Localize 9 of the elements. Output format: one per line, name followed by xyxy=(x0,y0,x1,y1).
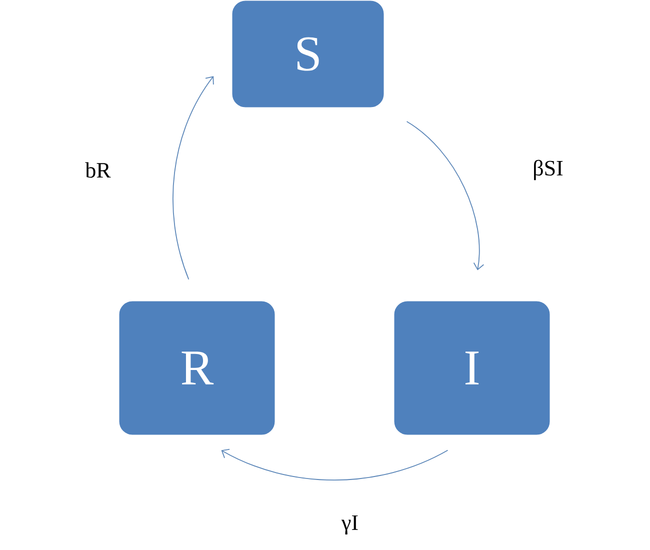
edge-label: bR xyxy=(85,162,111,178)
state-box: I xyxy=(392,300,552,436)
arrow xyxy=(172,76,214,280)
state-box: S xyxy=(230,0,386,109)
edge-label: γI xyxy=(341,515,358,535)
arrow xyxy=(221,448,448,480)
arrow xyxy=(406,121,484,270)
state-box: R xyxy=(118,300,276,436)
edge-label: βSI xyxy=(534,160,563,180)
